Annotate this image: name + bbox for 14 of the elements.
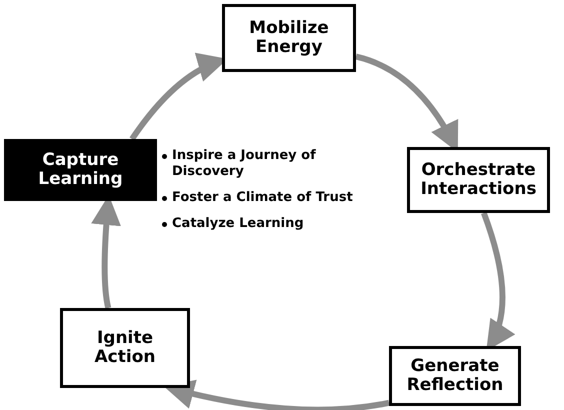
process-box <box>407 147 550 213</box>
box-label: Ignite Action <box>94 329 156 367</box>
box-label: Generate Reflection <box>406 357 504 395</box>
box-label: Orchestrate Interactions <box>420 161 538 199</box>
bullet-text: Inspire a Journey of Discovery <box>172 148 317 180</box>
curved-arrow <box>164 379 390 410</box>
process-box <box>60 308 190 388</box>
process-box <box>389 346 521 406</box>
box-label: Capture Learning <box>37 151 124 189</box>
box-label: Mobilize Energy <box>248 19 330 57</box>
bullet-text: Foster a Climate of Trust <box>172 190 353 206</box>
bullet-text: Catalyze Learning <box>172 216 304 232</box>
process-box <box>4 139 157 201</box>
process-box <box>222 4 356 72</box>
